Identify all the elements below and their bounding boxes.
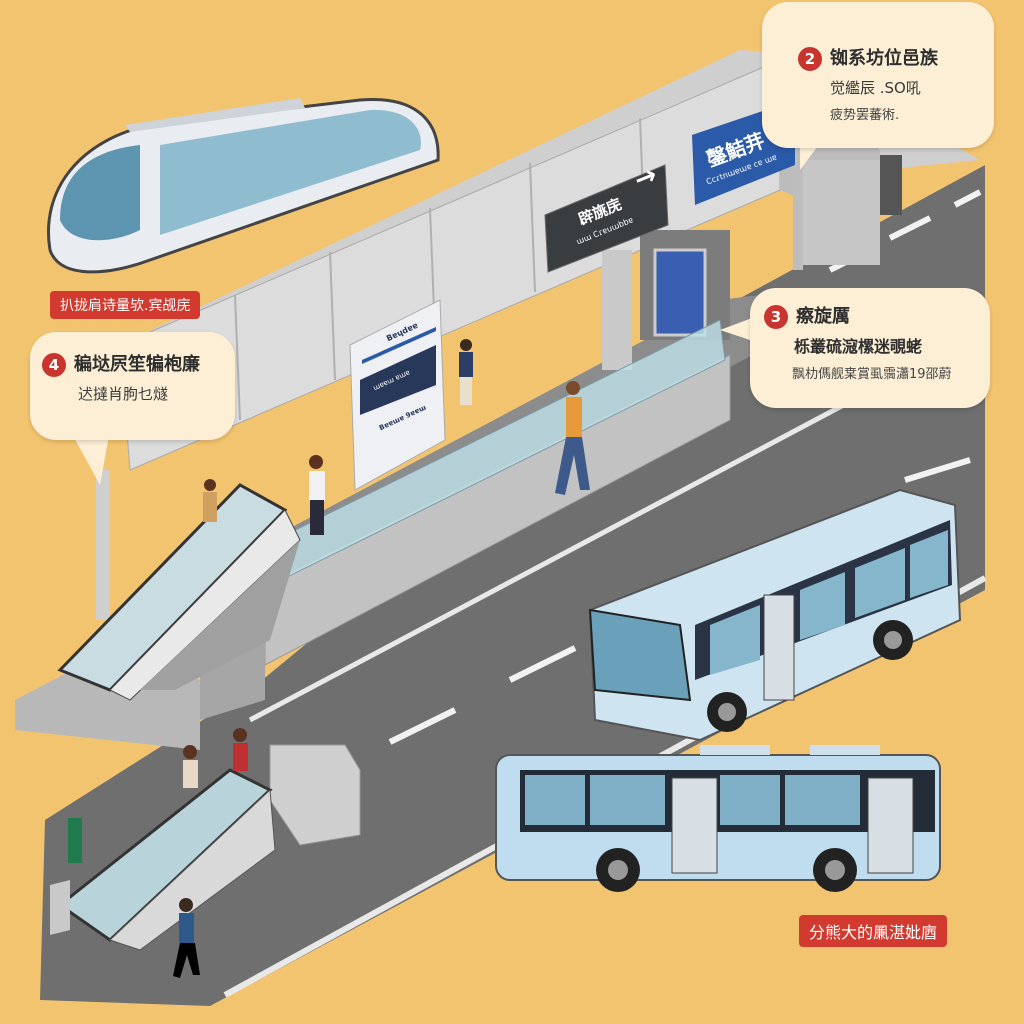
person xyxy=(459,339,473,405)
people xyxy=(173,339,590,978)
sign-pole xyxy=(793,150,803,270)
callout-number: 3 xyxy=(764,305,788,329)
escalator-lower[interactable] xyxy=(50,744,361,951)
callout-line: 飘朸傌舰枽賞虱霘瀟19邵蔚 xyxy=(792,367,952,382)
station-door[interactable] xyxy=(653,248,707,337)
person xyxy=(173,898,200,978)
callout-3: 3 瘵旋厲 栎叢硫滱樏迷覗蛯 飘朸傌舰枽賞虱霘瀟19邵蔚 xyxy=(750,288,990,408)
support-pole xyxy=(96,470,110,620)
callout-number: 2 xyxy=(798,47,822,71)
train-label: 扒拢肩诗量欤.宾觇庑 xyxy=(50,291,201,319)
callout-line: 迖撻肖朐乜燧 xyxy=(78,385,169,403)
callout-line: 疲势罢蕃術. xyxy=(830,108,900,123)
bin xyxy=(880,155,902,215)
callout-4: 4 稨垯屄笙犏枹廉 迖撻肖朐乜燧 xyxy=(30,332,235,440)
person xyxy=(555,381,590,495)
callout-title: 稨垯屄笙犏枹廉 xyxy=(74,354,200,375)
column xyxy=(800,160,880,265)
callout-line: 觉繿辰 .SO吼 xyxy=(830,79,921,97)
callout-title: 瘵旋厲 xyxy=(796,306,850,327)
ticket-machine[interactable] xyxy=(68,818,82,863)
callout-line: 栎叢硫滱樏迷覗蛯 xyxy=(794,337,923,356)
info-kiosk xyxy=(349,299,446,491)
bubble-tail xyxy=(70,430,110,485)
bus-angled[interactable] xyxy=(588,488,962,742)
callout-2: 2 铷系坊位邑族 觉繿辰 .SO吼 疲势罢蕃術. xyxy=(762,2,994,148)
bus-side[interactable] xyxy=(495,745,941,892)
person xyxy=(183,745,198,788)
person xyxy=(233,728,248,771)
callout-title: 铷系坊位邑族 xyxy=(830,48,938,69)
bus-label: 分熊大的凲湛妣庮 xyxy=(799,915,948,947)
escalator-upper[interactable] xyxy=(15,483,301,750)
direction-sign xyxy=(544,164,669,273)
callout-number: 4 xyxy=(42,353,66,377)
person xyxy=(203,479,217,522)
column xyxy=(602,250,632,370)
train[interactable] xyxy=(47,97,440,274)
person xyxy=(309,455,325,535)
